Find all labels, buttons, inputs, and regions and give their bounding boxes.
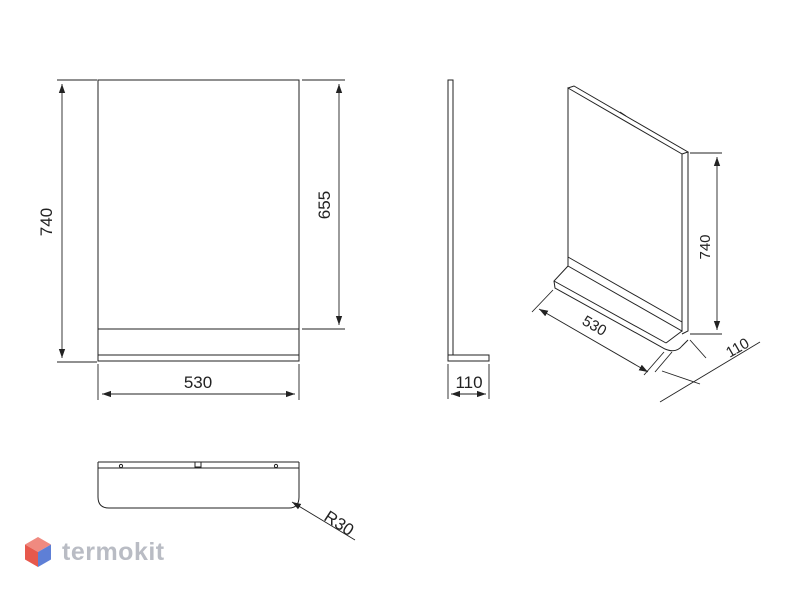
side-shelf-outline: [447, 354, 490, 362]
radius-leader: [291, 501, 356, 541]
top-view: R30: [97, 461, 358, 541]
dim-mirror-height-label: 655: [315, 191, 334, 219]
mount-hole-right: [273, 463, 279, 469]
isometric-view: 740 530 110: [531, 85, 761, 403]
front-view: 740 655 530: [37, 79, 345, 400]
iso-shelf-corner-edge: [665, 330, 683, 344]
iso-dim-110-ext-left: [654, 351, 673, 373]
dim-front-width-label: 530: [184, 373, 212, 392]
iso-dim-width-label: 530: [579, 312, 609, 339]
iso-shelf-outline: [553, 265, 689, 352]
front-shelf-outline: [97, 354, 300, 362]
mount-hole-left: [118, 463, 124, 469]
side-view: 110: [447, 79, 490, 399]
iso-dim-530-ext-left: [531, 289, 554, 313]
iso-dim-depth-label: 110: [723, 335, 752, 362]
iso-dim-110-line: [661, 370, 701, 385]
center-bracket: [194, 461, 202, 468]
dim-front-height-label: 740: [37, 208, 56, 236]
iso-top-notch: [619, 111, 627, 117]
brand-name: termokit: [62, 537, 165, 566]
iso-dim-110-ext-right: [689, 339, 707, 359]
top-view-shelf-outline: [97, 462, 300, 509]
iso-mirror-bottom-edge: [567, 256, 683, 323]
iso-dim-530-line: [538, 308, 649, 373]
iso-panel-side-edge: [681, 152, 689, 335]
dim-side-depth-label: 110: [455, 373, 482, 392]
side-panel-outline: [447, 79, 454, 356]
radius-label: R30: [321, 507, 358, 540]
iso-dim-height-label: 740: [697, 234, 714, 259]
iso-panel-face: [567, 87, 683, 332]
iso-panel-top-edge: [567, 85, 690, 155]
hexagon-cube-icon: [25, 537, 51, 567]
iso-dim-110-baseline: [659, 341, 761, 403]
brand-logo: termokit: [24, 536, 165, 568]
front-panel-outline: [97, 79, 300, 362]
